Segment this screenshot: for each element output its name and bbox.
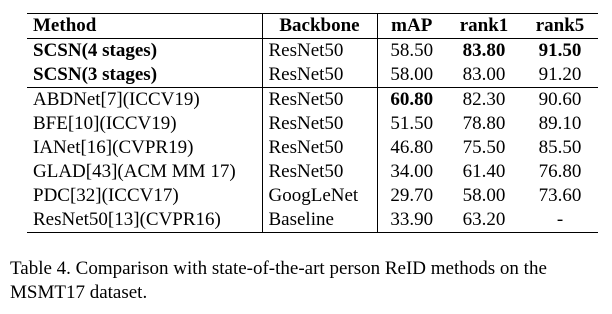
- cell-rank1: 75.50: [462, 137, 506, 158]
- table-row: BFE[10](ICCV19)ResNet50 51.50 78.80 89.10: [27, 112, 598, 136]
- cell-backbone: ResNet50: [262, 63, 378, 88]
- cell-rank1: 58.00: [462, 185, 506, 206]
- header-rank1: rank1: [459, 15, 509, 36]
- header-backbone: Backbone: [262, 13, 378, 39]
- header-method: Method: [27, 13, 263, 39]
- cell-map: 58.00: [390, 64, 434, 85]
- cell-map: 51.50: [390, 113, 434, 134]
- cell-map: 58.50: [390, 40, 434, 61]
- cell-rank1: 63.20: [462, 209, 506, 230]
- cell-method: ABDNet[7](ICCV19): [27, 87, 263, 112]
- cell-rank1: 82.30: [462, 89, 506, 110]
- cell-map: 33.90: [390, 209, 434, 230]
- cell-map: 29.70: [390, 185, 434, 206]
- cell-method: PDC[32](ICCV17): [27, 184, 263, 208]
- cell-backbone: ResNet50: [262, 136, 378, 160]
- cell-rank5: 90.60: [538, 89, 582, 110]
- cell-method: SCSN(4 stages): [27, 38, 263, 63]
- table-row: IANet[16](CVPR19)ResNet50 46.80 75.50 85.50: [27, 136, 598, 160]
- cell-rank5: -: [556, 209, 564, 230]
- cell-map: 46.80: [390, 137, 434, 158]
- cell-method: GLAD[43](ACM MM 17): [27, 160, 263, 184]
- cell-rank1: 83.00: [462, 64, 506, 85]
- cell-rank5: 91.50: [538, 40, 582, 61]
- cell-rank5: 89.10: [538, 113, 582, 134]
- cell-rank1: 78.80: [462, 113, 506, 134]
- cell-backbone: ResNet50: [262, 160, 378, 184]
- header-row: Method Backbone mAP rank1 rank5: [27, 13, 598, 39]
- cell-backbone: GoogLeNet: [262, 184, 378, 208]
- cell-backbone: ResNet50: [262, 87, 378, 112]
- cell-rank5: 76.80: [538, 161, 582, 182]
- results-table: Method Backbone mAP rank1 rank5 SCSN(4 s…: [27, 13, 598, 233]
- cell-map: 60.80: [390, 89, 434, 110]
- cell-rank5: 73.60: [538, 185, 582, 206]
- cell-method: BFE[10](ICCV19): [27, 112, 263, 136]
- header-rank5: rank5: [535, 15, 585, 36]
- table-row: SCSN(3 stages)ResNet50 58.00 83.00 91.20: [27, 63, 598, 88]
- cell-method: ResNet50[13](CVPR16): [27, 208, 263, 233]
- cell-rank5: 91.20: [538, 64, 582, 85]
- cell-rank1: 61.40: [462, 161, 506, 182]
- cell-backbone: Baseline: [262, 208, 378, 233]
- cell-backbone: ResNet50: [262, 38, 378, 63]
- table-row: ResNet50[13](CVPR16)Baseline 33.90 63.20 -: [27, 208, 598, 233]
- cell-method: IANet[16](CVPR19): [27, 136, 263, 160]
- cell-map: 34.00: [390, 161, 434, 182]
- table-row: PDC[32](ICCV17)GoogLeNet 29.70 58.00 73.60: [27, 184, 598, 208]
- table-caption: Table 4. Comparison with state-of-the-ar…: [10, 258, 547, 303]
- cell-method: SCSN(3 stages): [27, 63, 263, 88]
- cell-rank5: 85.50: [538, 137, 582, 158]
- header-map: mAP: [391, 15, 433, 36]
- cell-backbone: ResNet50: [262, 112, 378, 136]
- cell-rank1: 83.80: [462, 40, 506, 61]
- table-row: SCSN(4 stages)ResNet50 58.50 83.80 91.50: [27, 38, 598, 63]
- table-row: GLAD[43](ACM MM 17)ResNet50 34.00 61.40 76.…: [27, 160, 598, 184]
- table-row: ABDNet[7](ICCV19)ResNet50 60.80 82.30 90.60: [27, 87, 598, 112]
